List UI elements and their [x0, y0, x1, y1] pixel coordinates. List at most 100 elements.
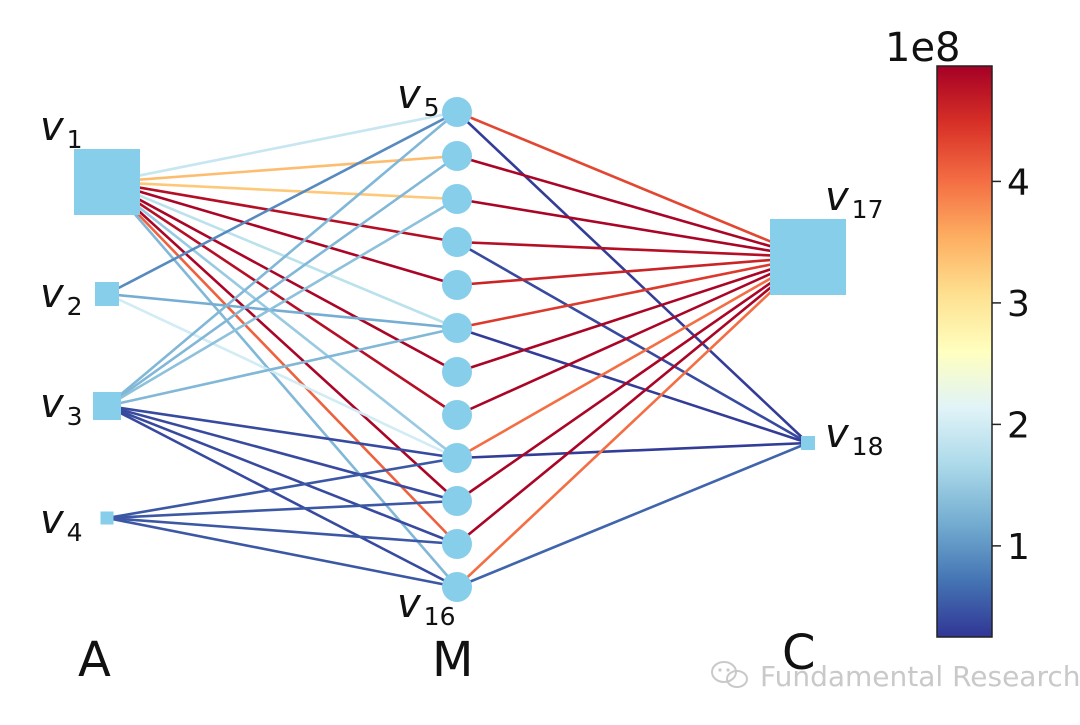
edge-v2-m13 [106, 292, 458, 460]
edge-m13-v18 [456, 441, 809, 460]
edge-v16-v18 [456, 441, 809, 589]
edge-m11-v17 [456, 255, 809, 374]
watermark: Fundamental Research [711, 660, 1080, 693]
node-label-base: v [397, 72, 422, 118]
node-m13 [442, 443, 472, 473]
node-label-subscript: 16 [424, 602, 456, 631]
edge-v3-m10 [106, 326, 458, 408]
node-v2 [95, 282, 119, 306]
edge-m13-v17 [456, 255, 809, 460]
edge-v1-m11 [106, 180, 458, 374]
node-label-base: v [397, 581, 422, 627]
node-v18 [801, 436, 815, 450]
edge-v1-m14 [106, 181, 458, 502]
colorbar-ticks: 1 2 3 4 [992, 162, 1030, 568]
edge-v1-m6 [106, 154, 458, 184]
edge-v3-v5 [106, 111, 458, 407]
node-label-subscript: 4 [67, 518, 83, 547]
edge-v3-m7 [106, 197, 458, 408]
node-label-subscript: 2 [67, 292, 83, 321]
colorbar-tick-label: 2 [1007, 405, 1030, 446]
colorbar-gradient [936, 65, 993, 638]
node-label-subscript: 18 [852, 432, 884, 461]
layer-label-c: C [782, 625, 816, 681]
edge-m10-v18 [456, 326, 809, 445]
colorbar-tick-label: 1 [1007, 527, 1030, 568]
node-label-base: v [40, 497, 65, 543]
node-v1 [74, 149, 140, 215]
node-m14 [442, 486, 472, 516]
edge-m9-v17 [456, 255, 809, 287]
edge-m15-v17 [456, 255, 809, 546]
node-m7 [442, 184, 472, 214]
node-v17 [770, 219, 846, 295]
edge-v4-m13 [106, 456, 458, 520]
edge-v2-v5 [106, 110, 458, 296]
edge-v2-m10 [106, 292, 458, 330]
node-v16 [442, 572, 472, 602]
edge-v4-m15 [106, 516, 458, 546]
node-m11 [442, 357, 472, 387]
node-label-base: v [40, 104, 65, 150]
edge-v4-m14 [106, 499, 458, 520]
edge-v3-m13 [106, 404, 458, 460]
edge-v1-v16 [106, 181, 458, 588]
watermark-text: Fundamental Research [760, 660, 1080, 693]
wechat-logo-icon [711, 661, 748, 688]
node-v3 [93, 392, 121, 420]
node-layer [74, 97, 846, 602]
colorbar-tick-label: 3 [1007, 284, 1030, 325]
edge-m12-v17 [456, 255, 809, 417]
node-label-subscript: 5 [424, 93, 440, 122]
node-m15 [442, 529, 472, 559]
edge-m7-v17 [456, 197, 809, 259]
edge-v1-m9 [106, 180, 458, 287]
layer-label-a: A [78, 632, 111, 688]
edge-v3-m15 [106, 404, 458, 546]
edge-v1-m15 [106, 181, 458, 545]
node-v4 [100, 511, 114, 525]
edge-v5-v17 [456, 110, 809, 259]
colorbar-exponent-label: 1e8 [885, 25, 961, 71]
node-label-subscript: 1 [67, 125, 83, 154]
edge-m6-v17 [456, 154, 809, 259]
edge-v1-m13 [106, 180, 458, 460]
node-label-base: v [40, 381, 65, 427]
node-label-base: v [825, 174, 850, 220]
node-label-subscript: 17 [852, 195, 884, 224]
edge-m14-v17 [456, 255, 809, 503]
edge-m8-v17 [456, 240, 809, 259]
edge-v5-v18 [456, 111, 809, 444]
node-m12 [442, 400, 472, 430]
node-label-base: v [825, 411, 850, 457]
edge-v4-v16 [106, 516, 458, 589]
edge-v3-m14 [106, 404, 458, 503]
colorbar-tick-label: 4 [1007, 162, 1030, 203]
edge-v1-v5 [106, 110, 458, 184]
node-label-subscript: 3 [67, 402, 83, 431]
edge-v3-m6 [106, 154, 458, 408]
layer-label-m: M [432, 632, 473, 688]
edge-v16-v17 [456, 256, 809, 588]
node-label-base: v [40, 271, 65, 317]
node-v5 [442, 97, 472, 127]
edge-m10-v17 [456, 255, 809, 330]
edge-v1-m10 [106, 180, 458, 330]
edge-m8-v18 [456, 240, 809, 445]
edge-layer [106, 110, 809, 589]
node-m10 [442, 313, 472, 343]
node-m6 [442, 141, 472, 171]
edge-v3-v16 [106, 404, 458, 589]
edge-v1-m12 [106, 180, 458, 417]
node-m8 [442, 227, 472, 257]
